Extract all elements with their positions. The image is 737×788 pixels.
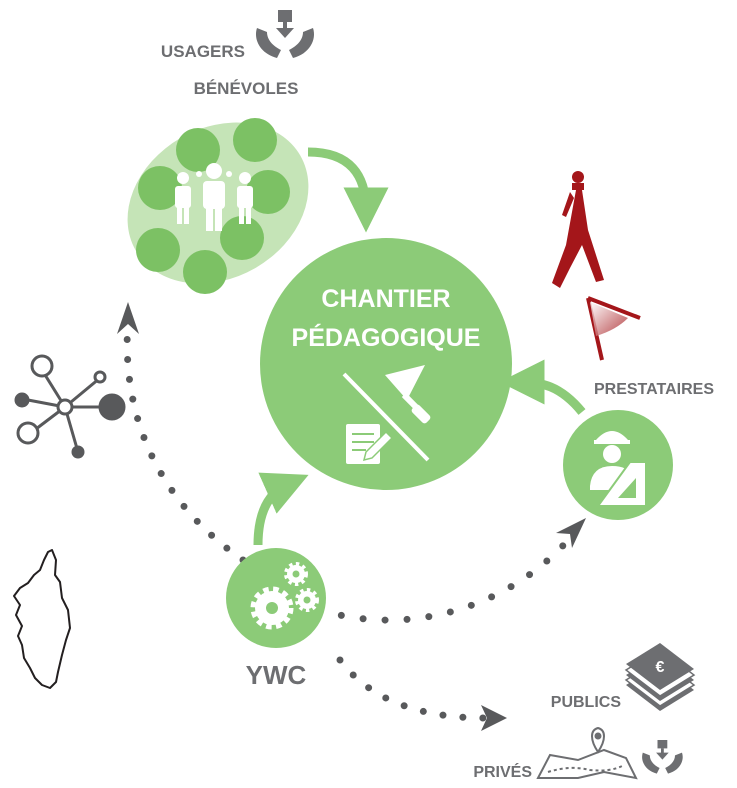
- chantier-circle: CHANTIER PÉDAGOGIQUE: [260, 238, 512, 490]
- prestataires-circle: [563, 410, 673, 520]
- member-circle: [136, 228, 180, 272]
- member-circle: [233, 118, 277, 162]
- arrow-prestataires-to-chantier: [499, 359, 586, 415]
- corsica-map-icon: [13, 549, 71, 689]
- label-publics: PUBLICS: [551, 694, 622, 711]
- trowel-icon: [385, 365, 431, 424]
- member-circle: [183, 250, 227, 294]
- member-circle: [176, 128, 220, 172]
- label-ywc: YWC: [246, 660, 307, 690]
- label-prestataires: PRESTATAIRES: [594, 381, 714, 398]
- arrow-ywc-to-chantier: [253, 472, 309, 546]
- arrowhead-up-right: [556, 518, 586, 548]
- arrowhead-up-left: [117, 302, 139, 334]
- center-title-line1: CHANTIER: [321, 285, 450, 313]
- euro-money-icon: €: [624, 643, 696, 711]
- strike-line: [342, 372, 430, 462]
- dotted-flow-to-funders: [336, 656, 507, 731]
- center-title-line2: PÉDAGOGIQUE: [292, 323, 481, 352]
- euro-symbol: €: [656, 659, 665, 676]
- member-circle: [220, 216, 264, 260]
- arrowhead-right: [481, 705, 507, 731]
- member-circle: [246, 170, 290, 214]
- network-icon: [14, 354, 126, 459]
- hands-gift-icon-small: [642, 740, 683, 774]
- hands-gift-icon: [255, 10, 315, 58]
- dotted-flow-to-usagers: [117, 302, 247, 564]
- worker-ruler-icon: [590, 431, 647, 507]
- member-circle: [138, 166, 182, 210]
- dotted-flow-to-prestataires: [316, 518, 586, 624]
- notebook-pencil-icon: [346, 424, 394, 464]
- ywc-circle: [226, 548, 326, 648]
- label-usagers: USAGERS: [161, 42, 245, 61]
- people-group-icon: [175, 163, 253, 231]
- arrow-usagers-to-chantier: [307, 147, 389, 233]
- label-prives: PRIVÉS: [473, 762, 532, 781]
- walking-compass-icon: [552, 171, 641, 361]
- gears-icon: [250, 562, 319, 630]
- map-route-icon: [536, 726, 638, 780]
- label-benevoles: BÉNÉVOLES: [194, 79, 299, 98]
